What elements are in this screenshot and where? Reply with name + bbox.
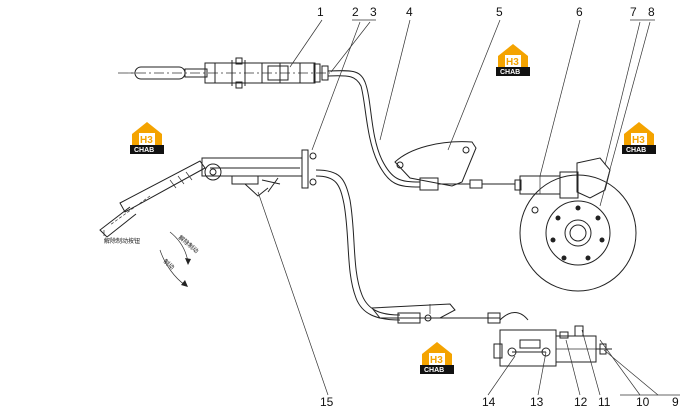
callout-15: 15 [320,395,334,409]
callout-2: 2 [352,5,359,19]
callout-6: 6 [576,5,583,19]
svg-text:H3: H3 [506,57,519,68]
callout-7: 7 [630,5,637,19]
watermark-logo-1: H3 CHAB [496,44,530,76]
svg-text:H3: H3 [140,135,153,146]
upper-cable [327,70,515,191]
callout-4: 4 [406,5,413,19]
lower-lever-assembly [99,149,317,238]
lower-cable [315,169,501,324]
callout-3: 3 [370,5,377,19]
svg-text:H3: H3 [632,135,645,146]
callout-11: 11 [598,395,611,409]
brake-arrow-icon [159,249,186,286]
watermark-logo-3: H3 CHAB [622,122,656,154]
release-button-label: 解除制动按钮 [104,237,140,245]
callout-numbers: 1 2 3 4 5 6 7 8 9 10 11 12 13 14 15 [317,5,679,409]
watermark-brand-text: CHAB [500,69,520,76]
watermark-logo-4: H3 CHAB [420,342,454,374]
callout-8: 8 [648,5,655,19]
brake-disc-assembly [514,157,637,292]
lever-annotations: 解除制动按钮 解除制动 制动 [103,230,201,287]
callout-14: 14 [482,395,496,409]
watermark-brand-text: CHAB [134,147,154,154]
watermark-brand-text: CHAB [626,147,646,154]
callout-5: 5 [496,5,503,19]
callout-12: 12 [574,395,588,409]
callout-9: 9 [672,395,679,409]
watermark-logo-2: H3 CHAB [130,122,164,154]
parking-brake-unit [493,312,612,367]
callout-13: 13 [530,395,544,409]
callout-1: 1 [317,5,324,19]
cable-bracket [394,141,477,187]
release-brake-label: 解除制动 [177,233,201,255]
upper-lever-assembly [118,57,330,89]
callout-10: 10 [636,395,650,409]
leader-lines [257,19,680,396]
svg-text:H3: H3 [430,355,443,366]
watermark-brand-text: CHAB [424,367,444,374]
